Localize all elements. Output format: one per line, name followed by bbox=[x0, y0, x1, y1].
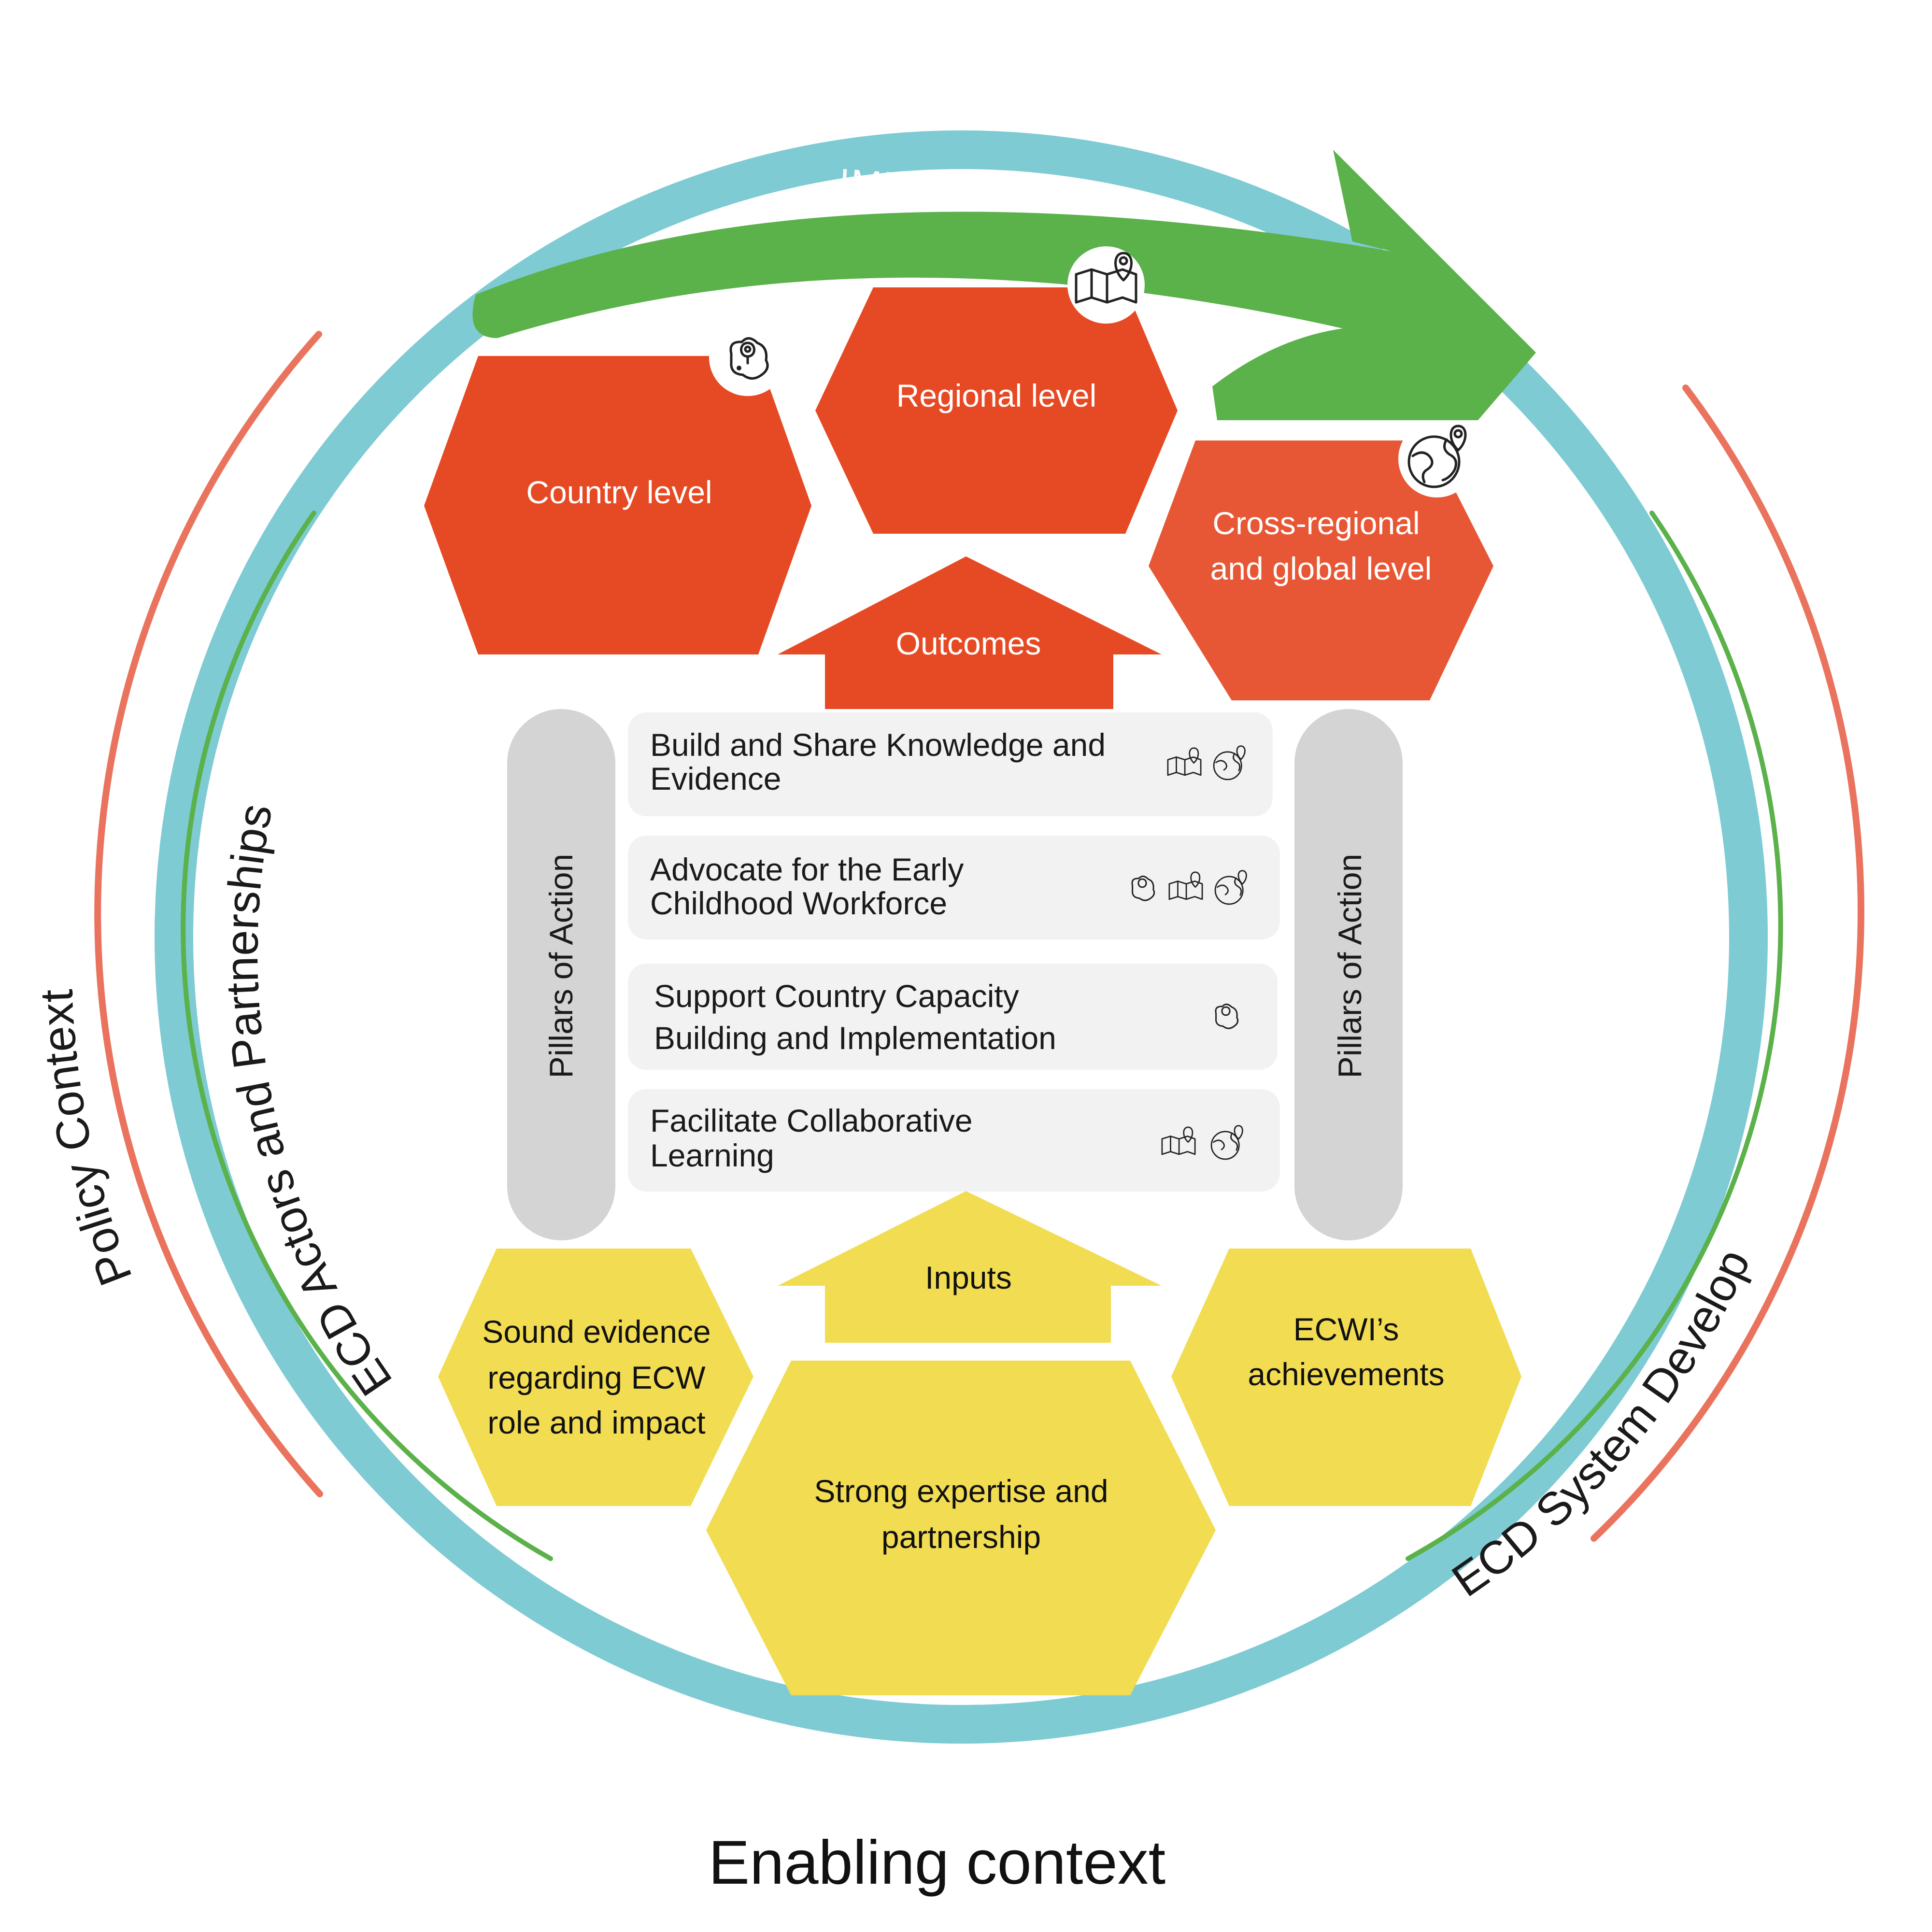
expertise-line2: partnership bbox=[881, 1519, 1041, 1555]
globe-pin-icon bbox=[1213, 745, 1246, 781]
impact-label: IMPACT bbox=[838, 161, 985, 213]
pillar-row-knowledge-line2: Evidence bbox=[650, 761, 781, 796]
achievements-hexagon bbox=[1171, 1249, 1521, 1506]
evidence-line2: regarding ECW bbox=[487, 1360, 706, 1395]
regional-level-hexagon bbox=[815, 287, 1178, 534]
pillar-row-learning: Facilitate Collaborative Learning bbox=[628, 1089, 1280, 1192]
globe-pin-icon bbox=[1398, 420, 1476, 497]
ecd-actors-label: ECD Actors and Partnerships bbox=[216, 800, 402, 1405]
pillars-left-label: Pillars of Action bbox=[543, 854, 580, 1079]
pillars-right-label: Pillars of Action bbox=[1332, 854, 1368, 1079]
regional-level-label: Regional level bbox=[896, 378, 1097, 413]
country-level-label: Country level bbox=[526, 474, 712, 510]
global-level-label-2: and global level bbox=[1210, 551, 1432, 586]
regional-map-icon bbox=[1067, 246, 1145, 324]
enabling-context-title: Enabling context bbox=[709, 1828, 1165, 1897]
outcomes-arrow bbox=[778, 556, 1162, 709]
enabling-context-ring bbox=[155, 130, 1768, 1744]
pillars-right-bar bbox=[1294, 709, 1403, 1240]
inputs-label: Inputs bbox=[925, 1260, 1012, 1295]
pillar-row-advocate-line1: Advocate for the Early bbox=[650, 852, 964, 887]
expertise-line1: Strong expertise and bbox=[814, 1473, 1108, 1509]
evidence-line1: Sound evidence bbox=[482, 1314, 710, 1350]
pillar-row-learning-line2: Learning bbox=[650, 1137, 774, 1173]
regional-map-icon bbox=[1161, 1126, 1196, 1155]
globe-pin-icon bbox=[1214, 870, 1247, 905]
pillar-row-learning-line1: Facilitate Collaborative bbox=[650, 1103, 973, 1138]
global-level-hexagon bbox=[1149, 440, 1493, 700]
globe-pin-icon bbox=[1210, 1125, 1243, 1160]
ecd-actors-arc bbox=[181, 511, 553, 1561]
pillar-row-knowledge: Build and Share Knowledge and Evidence bbox=[628, 712, 1273, 816]
regional-map-icon bbox=[1167, 747, 1202, 776]
pillar-row-advocate: Advocate for the Early Childhood Workfor… bbox=[628, 836, 1280, 939]
regional-map-icon bbox=[1168, 871, 1203, 900]
impact-arrow bbox=[472, 150, 1536, 420]
country-level-hexagon bbox=[424, 356, 811, 654]
country-pin-icon bbox=[709, 319, 786, 396]
policy-context-arc-right bbox=[1591, 384, 1864, 1542]
achievements-line2: achievements bbox=[1248, 1356, 1444, 1392]
country-pin-icon bbox=[1215, 1003, 1239, 1029]
country-pin-icon bbox=[1131, 875, 1155, 901]
achievements-line1: ECWI’s bbox=[1293, 1311, 1399, 1347]
ecd-actors-arc-right bbox=[1406, 511, 1783, 1561]
expertise-hexagon bbox=[706, 1361, 1216, 1695]
pillar-row-advocate-line2: Childhood Workforce bbox=[650, 885, 947, 921]
pillar-row-capacity: Support Country Capacity Building and Im… bbox=[628, 964, 1278, 1070]
inputs-arrow bbox=[778, 1191, 1162, 1343]
global-level-label-1: Cross-regional bbox=[1212, 505, 1420, 541]
evidence-hexagon bbox=[438, 1249, 753, 1506]
evidence-line3: role and impact bbox=[487, 1405, 705, 1440]
outcomes-label: Outcomes bbox=[896, 625, 1041, 661]
pillar-row-knowledge-line1: Build and Share Knowledge and bbox=[650, 727, 1106, 763]
pillars-left-bar bbox=[507, 709, 615, 1240]
policy-context-arc bbox=[94, 331, 323, 1497]
pillar-row-capacity-line1: Support Country Capacity bbox=[654, 978, 1019, 1014]
pillar-row-capacity-line2: Building and Implementation bbox=[654, 1020, 1056, 1056]
